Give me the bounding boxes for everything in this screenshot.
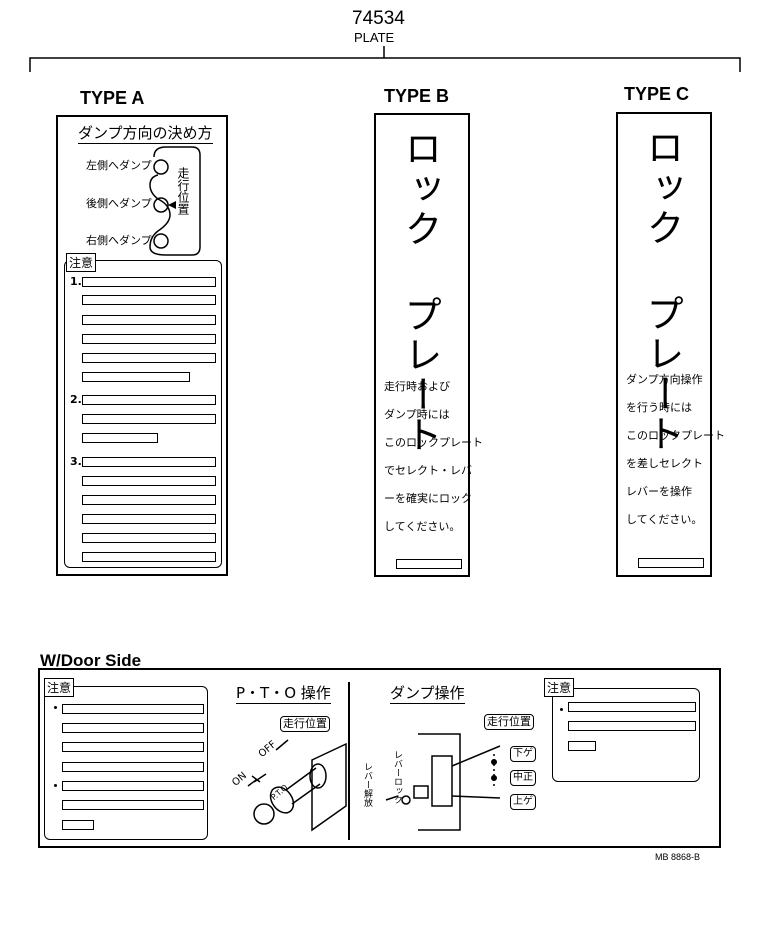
- caution-bar: [62, 704, 204, 714]
- caution-bar: [62, 723, 204, 733]
- type-c-label: TYPE C: [624, 84, 690, 104]
- item-number-2: 2.: [70, 393, 82, 406]
- caution-bar: [82, 433, 158, 443]
- option-left: 左側へダンプ: [86, 159, 152, 172]
- caution-bar: [62, 820, 94, 830]
- dump-travel-tag: 走行位置: [484, 714, 534, 730]
- caution-bar: [82, 495, 216, 505]
- caution-bar: [82, 277, 216, 287]
- dump-neutral-tag: 中正: [510, 770, 536, 786]
- left-caution-label: 注意: [44, 678, 75, 697]
- type-b-bottom-bar: [396, 559, 462, 569]
- caution-bar: [568, 702, 696, 712]
- dump-down-tag: 下ゲ: [510, 746, 536, 762]
- dump-diagram: [385, 733, 501, 831]
- dump-title: ダンプ操作: [390, 684, 465, 704]
- lever-release-label: レバー解放: [362, 762, 372, 807]
- lever-lock-label: レバーロック: [392, 750, 402, 804]
- caution-bar: [82, 552, 216, 562]
- text-line: レバーを操作: [626, 485, 692, 498]
- header-bracket: [29, 46, 741, 72]
- bullet: [54, 784, 57, 787]
- text-line: ーを確実にロック: [384, 492, 472, 505]
- caution-bar: [82, 414, 216, 424]
- right-caution-label: 注意: [544, 678, 575, 697]
- caution-bar: [82, 353, 216, 363]
- travel-position-label: 走行位置: [176, 167, 190, 215]
- text-line: を行う時には: [626, 401, 692, 414]
- caution-bar: [62, 781, 204, 791]
- type-c-text: ダンプ方向操作 を行う時には このロックプレート を差しセレクト レバーを操作 …: [626, 366, 725, 534]
- type-b-heading: ロック プレート: [398, 129, 442, 455]
- caution-bar: [62, 800, 204, 810]
- right-caution-frame: [552, 688, 700, 782]
- pto-travel-tag: 走行位置: [280, 716, 330, 732]
- caution-bar: [82, 334, 216, 344]
- text-line: このロックプレート: [384, 436, 483, 449]
- caution-bar: [82, 457, 216, 467]
- option-rear: 後側へダンプ: [86, 197, 152, 210]
- text-line: してください。: [384, 520, 461, 533]
- door-side-plate: 注意 P・T・O 操作 走行位置 ON OFF P.T.O ダンプ操作 走行位置…: [38, 668, 721, 848]
- option-right: 右側へダンプ: [86, 234, 152, 247]
- part-name: PLATE: [354, 30, 395, 45]
- text-line: 走行時および: [384, 380, 450, 393]
- caution-bar: [82, 395, 216, 405]
- type-c-bottom-bar: [638, 558, 704, 568]
- type-b-plate: ロック プレート 走行時および ダンプ時には このロックプレート でセレクト・レ…: [374, 113, 483, 577]
- bullet: [54, 706, 57, 709]
- type-a-title: ダンプ方向の決め方: [78, 124, 213, 144]
- caution-bar: [82, 295, 216, 305]
- text-line: ダンプ方向操作: [626, 373, 703, 386]
- item-number-1: 1.: [70, 275, 82, 288]
- item-number-3: 3.: [70, 455, 82, 468]
- selector-diagram: [149, 146, 201, 256]
- text-line: ダンプ時には: [384, 408, 450, 421]
- type-c-heading: ロック プレート: [640, 128, 684, 454]
- pto-title: P・T・O 操作: [236, 684, 331, 704]
- dump-up-tag: 上ゲ: [510, 794, 536, 810]
- caution-bar: [82, 476, 216, 486]
- bullet: [560, 708, 563, 711]
- caution-bar: [82, 372, 190, 382]
- text-line: でセレクト・レバ: [384, 464, 472, 477]
- text-line: このロックプレート: [626, 429, 725, 442]
- type-a-caution-frame: [64, 260, 222, 568]
- caution-bar: [62, 762, 204, 772]
- pto-diagram: [247, 739, 347, 832]
- part-number: 74534: [352, 8, 405, 29]
- door-side-label: W/Door Side: [40, 651, 142, 670]
- caution-bar: [82, 514, 216, 524]
- caution-bar: [568, 741, 596, 751]
- type-a-label: TYPE A: [80, 88, 145, 108]
- caution-bar: [568, 721, 696, 731]
- type-a-plate: ダンプ方向の決め方 左側へダンプ 後側へダンプ 右側へダンプ 走行位置 注意 1…: [56, 115, 228, 576]
- caution-bar: [62, 742, 204, 752]
- text-line: を差しセレクト: [626, 457, 703, 470]
- drawing-code: MB 8868-B: [655, 852, 701, 862]
- type-a-caution-label: 注意: [66, 253, 97, 272]
- section-divider: [348, 682, 350, 840]
- type-b-text: 走行時および ダンプ時には このロックプレート でセレクト・レバ ーを確実にロッ…: [384, 373, 483, 541]
- left-caution-frame: [44, 686, 208, 840]
- type-b-label: TYPE B: [384, 86, 450, 106]
- caution-bar: [82, 533, 216, 543]
- caution-bar: [82, 315, 216, 325]
- type-c-plate: ロック プレート ダンプ方向操作 を行う時には このロックプレート を差しセレク…: [616, 112, 725, 577]
- text-line: してください。: [626, 513, 703, 526]
